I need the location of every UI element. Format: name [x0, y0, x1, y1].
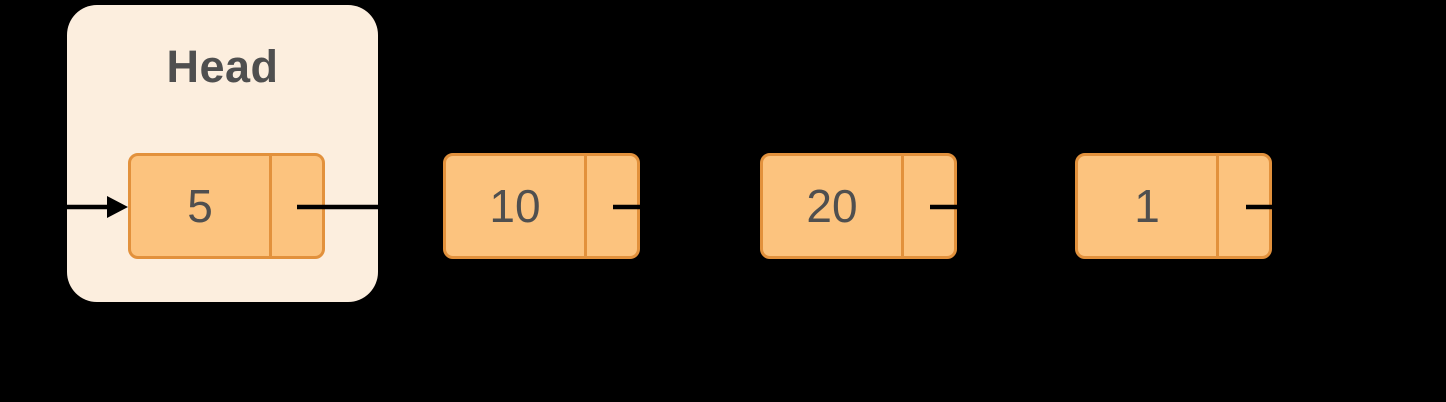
node-value: 20 — [806, 180, 858, 232]
node-value: 10 — [489, 180, 541, 232]
list-node-10: 10 — [443, 153, 640, 259]
head-label: Head — [166, 41, 279, 92]
node-next-pointer — [901, 156, 954, 256]
list-node-5: 5 — [128, 153, 325, 259]
list-node-1: 1 — [1075, 153, 1272, 259]
list-node-20: 20 — [760, 153, 957, 259]
node-next-pointer — [1216, 156, 1269, 256]
node-value: 1 — [1134, 180, 1160, 232]
node-value: 5 — [187, 180, 213, 232]
node-next-pointer — [584, 156, 637, 256]
node-next-pointer — [269, 156, 322, 256]
